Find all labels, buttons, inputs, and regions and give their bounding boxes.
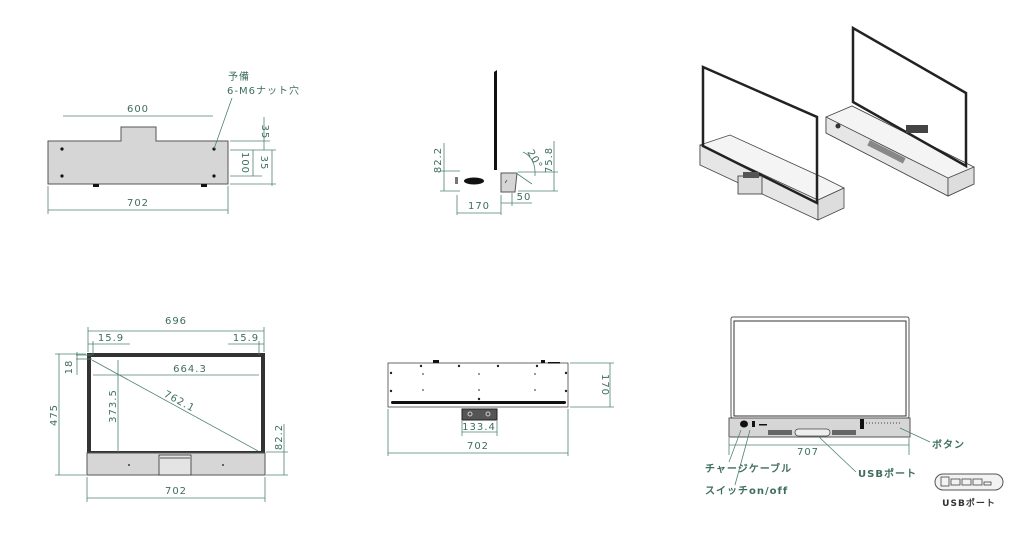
- dim-label-702: 702: [127, 198, 149, 209]
- switch-icon: [752, 421, 755, 427]
- vents: [768, 430, 856, 435]
- rear-view: 707 ボタン チャージケーブル USBポート スイッチon/off USBポー…: [705, 316, 1004, 509]
- usb-port-panel: [794, 428, 831, 437]
- nut-holes: [60, 147, 216, 178]
- screen-edge: [494, 70, 497, 170]
- dim-label-82-2: 82.2: [274, 424, 285, 450]
- dim-label-35-bottom: 35: [258, 156, 269, 171]
- dim-label-600: 600: [127, 104, 149, 115]
- iso-rear: [825, 25, 975, 197]
- diagonal-line: [91, 359, 259, 452]
- switch-label: スイッチon/off: [705, 485, 788, 497]
- front-view: 696 15.9 15.9 18 475 664.3 373.5 762.1 8…: [49, 316, 288, 502]
- dim-label-170: 170: [599, 374, 610, 396]
- nut-holes-label: 6-M6ナット穴: [227, 84, 300, 97]
- dim-label-75-8: 75.8: [544, 147, 555, 173]
- top-view: 600 702 35 100 35 予備 6-M6ナット穴: [47, 70, 300, 214]
- bracket: [158, 454, 192, 476]
- dim-label-bezel-left: 15.9: [98, 333, 124, 344]
- plan-view: 133.4 702 170: [387, 360, 614, 456]
- dim-label-133-4: 133.4: [462, 422, 496, 433]
- isometric-views: [699, 25, 975, 221]
- usb-detail-label: USBポート: [942, 497, 996, 509]
- button-icon: [860, 419, 864, 429]
- side-view: 82.2 75.8 20° 170 50: [433, 70, 558, 215]
- usb-port-detail-icon: [934, 473, 1004, 491]
- charge-cable-label: チャージケーブル: [705, 462, 792, 475]
- leader-line: [213, 97, 233, 150]
- base-body: [47, 126, 229, 185]
- dim-label-82-2: 82.2: [433, 147, 444, 173]
- base-profile: [464, 177, 484, 185]
- charge-port-icon: [740, 420, 748, 428]
- dim-label-bezel-right: 15.9: [233, 333, 259, 344]
- angle-arc: [522, 151, 536, 177]
- foot: [93, 184, 99, 187]
- dim-label-35-top: 35: [259, 125, 270, 140]
- dim-label-373-5: 373.5: [108, 389, 119, 423]
- dim-label-475: 475: [49, 404, 60, 426]
- dim-label-664-3: 664.3: [173, 364, 207, 375]
- bracket: [500, 172, 518, 193]
- bracket: [461, 408, 498, 421]
- spare-label: 予備: [228, 70, 250, 83]
- foot: [201, 184, 207, 187]
- dim-label-170: 170: [468, 201, 490, 212]
- dim-label-707: 707: [797, 447, 819, 458]
- dim-label-696: 696: [165, 316, 187, 327]
- usb-port-label: USBポート: [858, 467, 917, 480]
- display-frame: [730, 316, 910, 419]
- dim-label-angle: 20°: [524, 148, 544, 171]
- base-plan: [387, 362, 569, 408]
- dim-label-702: 702: [165, 486, 187, 497]
- dim-label-50: 50: [517, 192, 532, 203]
- dim-label-702: 702: [467, 441, 489, 452]
- screen-edge: [391, 401, 566, 404]
- iso-front: [699, 65, 845, 221]
- dim-label-100: 100: [239, 152, 250, 174]
- dim-label-18: 18: [64, 360, 75, 375]
- button-label: ボタン: [932, 438, 965, 451]
